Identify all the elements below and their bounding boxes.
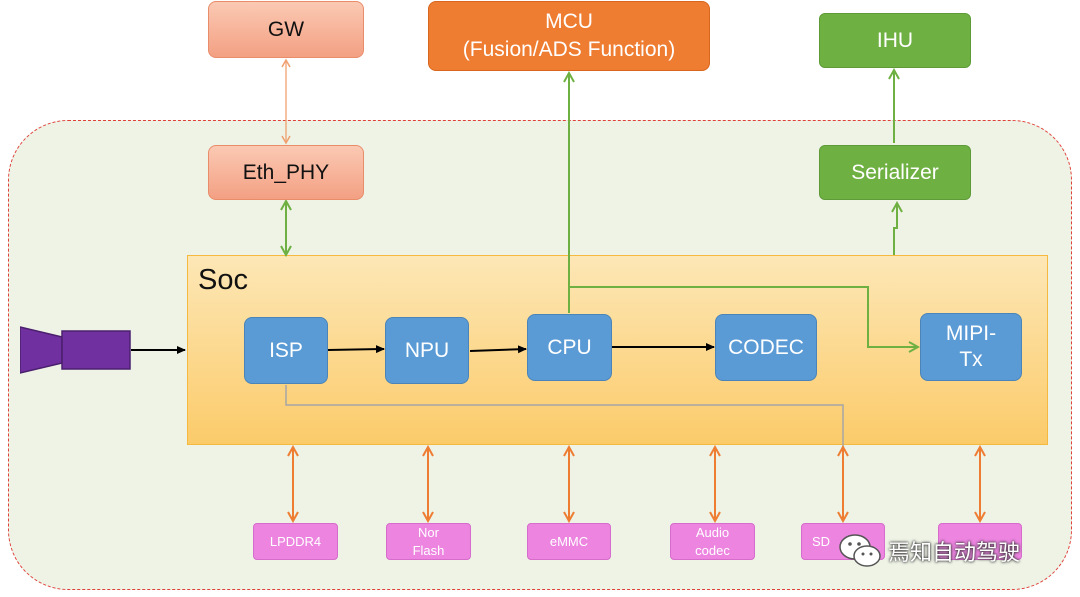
serializer-block: Serializer <box>819 145 971 200</box>
peripheral-label: eMMC <box>549 533 589 549</box>
isp-label: ISP <box>269 338 303 362</box>
peripheral-lpddr4: LPDDR4 <box>253 523 338 560</box>
peripheral-sixth <box>938 523 1022 560</box>
soc-label: Soc <box>198 264 248 296</box>
gw-label: GW <box>267 17 305 41</box>
mipi-label: MIPI- <box>945 322 997 345</box>
ihu-label: IHU <box>876 28 914 52</box>
ihu-block: IHU <box>819 13 971 68</box>
mcu-function-label: (Fusion/ADS Function) <box>462 38 676 61</box>
peripheral-nor-flash: Nor Flash <box>386 523 471 560</box>
npu-block: NPU <box>385 317 469 384</box>
peripheral-label-line2: Flash <box>412 542 445 558</box>
eth-phy-label: Eth_PHY <box>242 160 330 184</box>
mcu-label: MCU <box>545 10 593 33</box>
mcu-block: MCU (Fusion/ADS Function) <box>428 1 710 71</box>
codec-label: CODEC <box>728 335 804 359</box>
peripheral-label: Audio <box>695 524 730 540</box>
cpu-label: CPU <box>547 335 592 359</box>
codec-block: CODEC <box>715 314 817 381</box>
peripheral-label: Nor <box>418 524 439 540</box>
wechat-logo-icon <box>839 534 881 567</box>
serializer-label: Serializer <box>851 160 939 184</box>
camera-icon <box>20 326 131 374</box>
mipi-tx-block: MIPI- Tx <box>920 313 1022 381</box>
isp-block: ISP <box>244 317 328 384</box>
peripheral-audio-codec: Audio codec <box>670 523 755 560</box>
gw-block: GW <box>208 1 364 58</box>
watermark-text: 焉知自动驾驶 <box>888 541 1021 566</box>
peripheral-label: SD <box>811 533 831 549</box>
eth-phy-block: Eth_PHY <box>208 145 364 200</box>
peripheral-label-line2: codec <box>695 542 730 558</box>
cpu-block: CPU <box>527 314 612 381</box>
mipi-tx-label: Tx <box>959 348 983 371</box>
npu-label: NPU <box>404 338 450 362</box>
peripheral-label: LPDDR4 <box>269 533 322 549</box>
peripheral-emmc: eMMC <box>527 523 611 560</box>
watermark: 焉知自动驾驶 <box>838 532 1020 570</box>
